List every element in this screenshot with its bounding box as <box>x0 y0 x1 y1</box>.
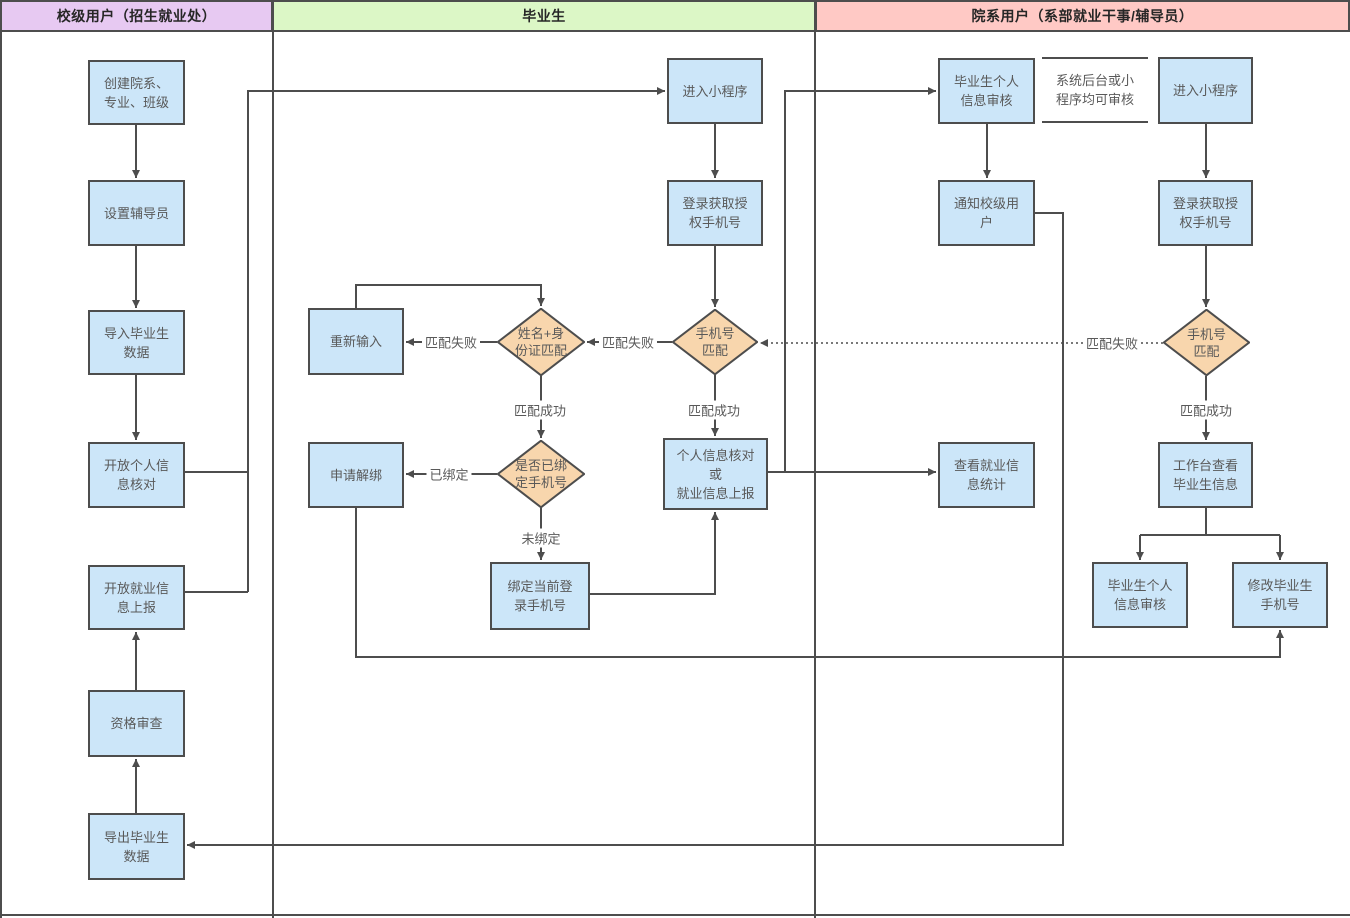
annotation-review-channels: 系统后台或小 程序均可审核 <box>1042 57 1148 123</box>
lane-separator-2 <box>814 0 816 918</box>
lane-header-dept: 院系用户（系部就业干事/辅导员） <box>815 0 1350 32</box>
edge-label-bound: 已绑定 <box>426 464 472 484</box>
node-dept-enter-miniprogram: 进入小程序 <box>1158 57 1253 124</box>
node-grad-enter-miniprogram: 进入小程序 <box>667 58 763 124</box>
node-export-graduate-data: 导出毕业生 数据 <box>88 813 185 880</box>
node-workbench-view-grads: 工作台查看 毕业生信息 <box>1158 442 1253 508</box>
node-bind-current-phone: 绑定当前登 录手机号 <box>490 562 590 630</box>
frame-left <box>0 0 2 918</box>
node-modify-grad-phone: 修改毕业生 手机号 <box>1232 562 1328 628</box>
decision-label: 是否已绑 定手机号 <box>514 458 567 490</box>
edge-label-match-fail-2: 匹配失败 <box>598 332 658 352</box>
diamond-shape <box>1163 309 1250 376</box>
decision-dept-phone-match: 手机号 匹配 <box>1163 309 1250 376</box>
node-open-employment-report: 开放就业信 息上报 <box>88 565 185 630</box>
node-grad-login-auth-phone: 登录获取授 权手机号 <box>667 180 763 246</box>
edge-label-match-success-1: 匹配成功 <box>510 400 570 420</box>
node-info-check-or-report: 个人信息核对 或 就业信息上报 <box>663 438 768 510</box>
node-import-graduate-data: 导入毕业生 数据 <box>88 310 185 375</box>
edge-label-match-success-2: 匹配成功 <box>684 400 744 420</box>
node-qualification-review: 资格审查 <box>88 690 185 757</box>
edge-label-match-fail-1: 匹配失败 <box>421 332 481 352</box>
edge-label-unbound: 未绑定 <box>518 528 564 548</box>
node-dept-grad-info-review: 毕业生个人 信息审核 <box>938 58 1035 124</box>
decision-grad-phone-match: 手机号 匹配 <box>672 309 758 375</box>
lane-header-school: 校级用户（招生就业处） <box>0 0 273 32</box>
decision-phone-bound: 是否已绑 定手机号 <box>497 440 585 508</box>
decision-label: 姓名+身 份证匹配 <box>514 326 567 358</box>
node-notify-school-user: 通知校级用 户 <box>938 180 1035 246</box>
node-open-info-check: 开放个人信 息核对 <box>88 442 185 508</box>
decision-label: 手机号 匹配 <box>1186 326 1226 359</box>
node-view-employment-stats: 查看就业信 息统计 <box>938 442 1035 508</box>
lane-header-graduate: 毕业生 <box>271 0 817 32</box>
decision-label: 手机号 匹配 <box>695 326 735 358</box>
edge-infocheck-to-review <box>784 87 936 472</box>
edge-label-match-success-3: 匹配成功 <box>1176 400 1236 420</box>
lane-separator-1 <box>272 0 274 918</box>
node-dept-login-auth-phone: 登录获取授 权手机号 <box>1158 180 1253 246</box>
decision-name-id-match: 姓名+身 份证匹配 <box>497 308 585 376</box>
edge-reenter-to-nameid <box>355 284 545 308</box>
edge-bindphone-to-infocheck <box>590 512 719 595</box>
node-set-counselor: 设置辅导员 <box>88 180 185 246</box>
node-create-depts: 创建院系、 专业、班级 <box>88 60 185 125</box>
node-reenter: 重新输入 <box>308 308 404 375</box>
frame-bottom <box>0 914 1350 916</box>
edge-label-match-fail-3: 匹配失败 <box>1082 333 1142 353</box>
node-apply-unbind: 申请解绑 <box>308 442 404 508</box>
node-dept-grad-info-review-2: 毕业生个人 信息审核 <box>1092 562 1188 628</box>
